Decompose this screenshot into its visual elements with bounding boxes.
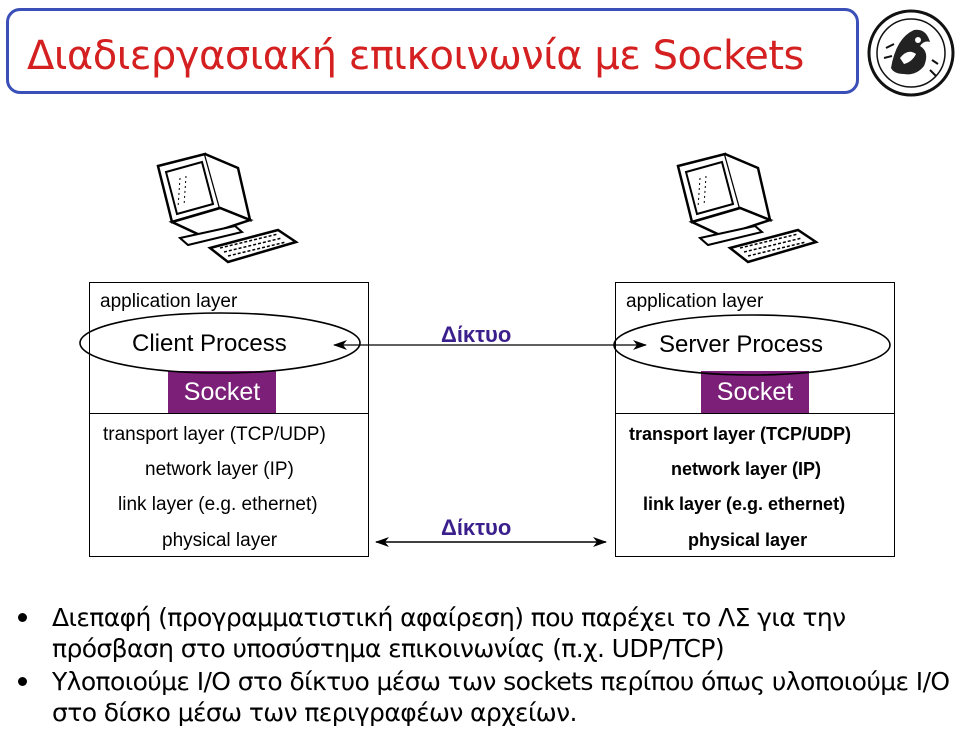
server-process-ellipse [613, 314, 891, 376]
network-label-top: Δίκτυο [441, 322, 512, 347]
client-transport-layer: transport layer (TCP/UDP) [103, 424, 326, 445]
network-label-bottom: Δίκτυο [441, 515, 512, 540]
server-link-layer: link layer (e.g. ethernet) [643, 494, 846, 514]
bullet-dot [18, 677, 27, 686]
bullet-item: Διεπαφή (προγραμματιστική αφαίρεση) που … [12, 602, 952, 664]
server-network-layer: network layer (IP) [671, 459, 822, 479]
client-process-label: Client Process [132, 330, 287, 357]
client-computer-icon [156, 152, 299, 264]
client-application-layer: application layer [100, 291, 238, 312]
server-process-label: Server Process [659, 331, 824, 358]
server-protocol-stack: application layer Server Process Socket … [615, 282, 895, 557]
page-title: Διαδιεργασιακή επικοινωνία με Sockets [27, 33, 804, 79]
client-protocol-stack: application layer Client Process Socket … [89, 282, 369, 557]
bullet-text-2: Υλοποιούμε I/O στο δίκτυο μέσω των socke… [52, 667, 950, 727]
bullet-text-1: Διεπαφή (προγραμματιστική αφαίρεση) που … [52, 603, 846, 663]
server-transport-layer: transport layer (TCP/UDP) [629, 424, 852, 444]
client-socket-divider [90, 413, 368, 414]
bullet-list: Διεπαφή (προγραμματιστική αφαίρεση) που … [12, 602, 952, 730]
client-socket: Socket [168, 371, 276, 413]
client-process-ellipse [79, 312, 361, 374]
server-socket-divider [616, 413, 894, 414]
client-network-layer: network layer (IP) [145, 459, 294, 480]
university-seal-icon [867, 9, 955, 97]
client-link-layer: link layer (e.g. ethernet) [118, 494, 318, 515]
client-physical-layer: physical layer [162, 530, 278, 551]
title-box: Διαδιεργασιακή επικοινωνία με Sockets [6, 8, 859, 94]
server-computer-icon [676, 152, 819, 264]
bullet-item: Υλοποιούμε I/O στο δίκτυο μέσω των socke… [12, 666, 952, 728]
server-physical-layer: physical layer [688, 530, 808, 550]
server-application-layer: application layer [626, 291, 764, 312]
server-socket: Socket [701, 371, 809, 413]
bullet-dot [18, 613, 27, 622]
